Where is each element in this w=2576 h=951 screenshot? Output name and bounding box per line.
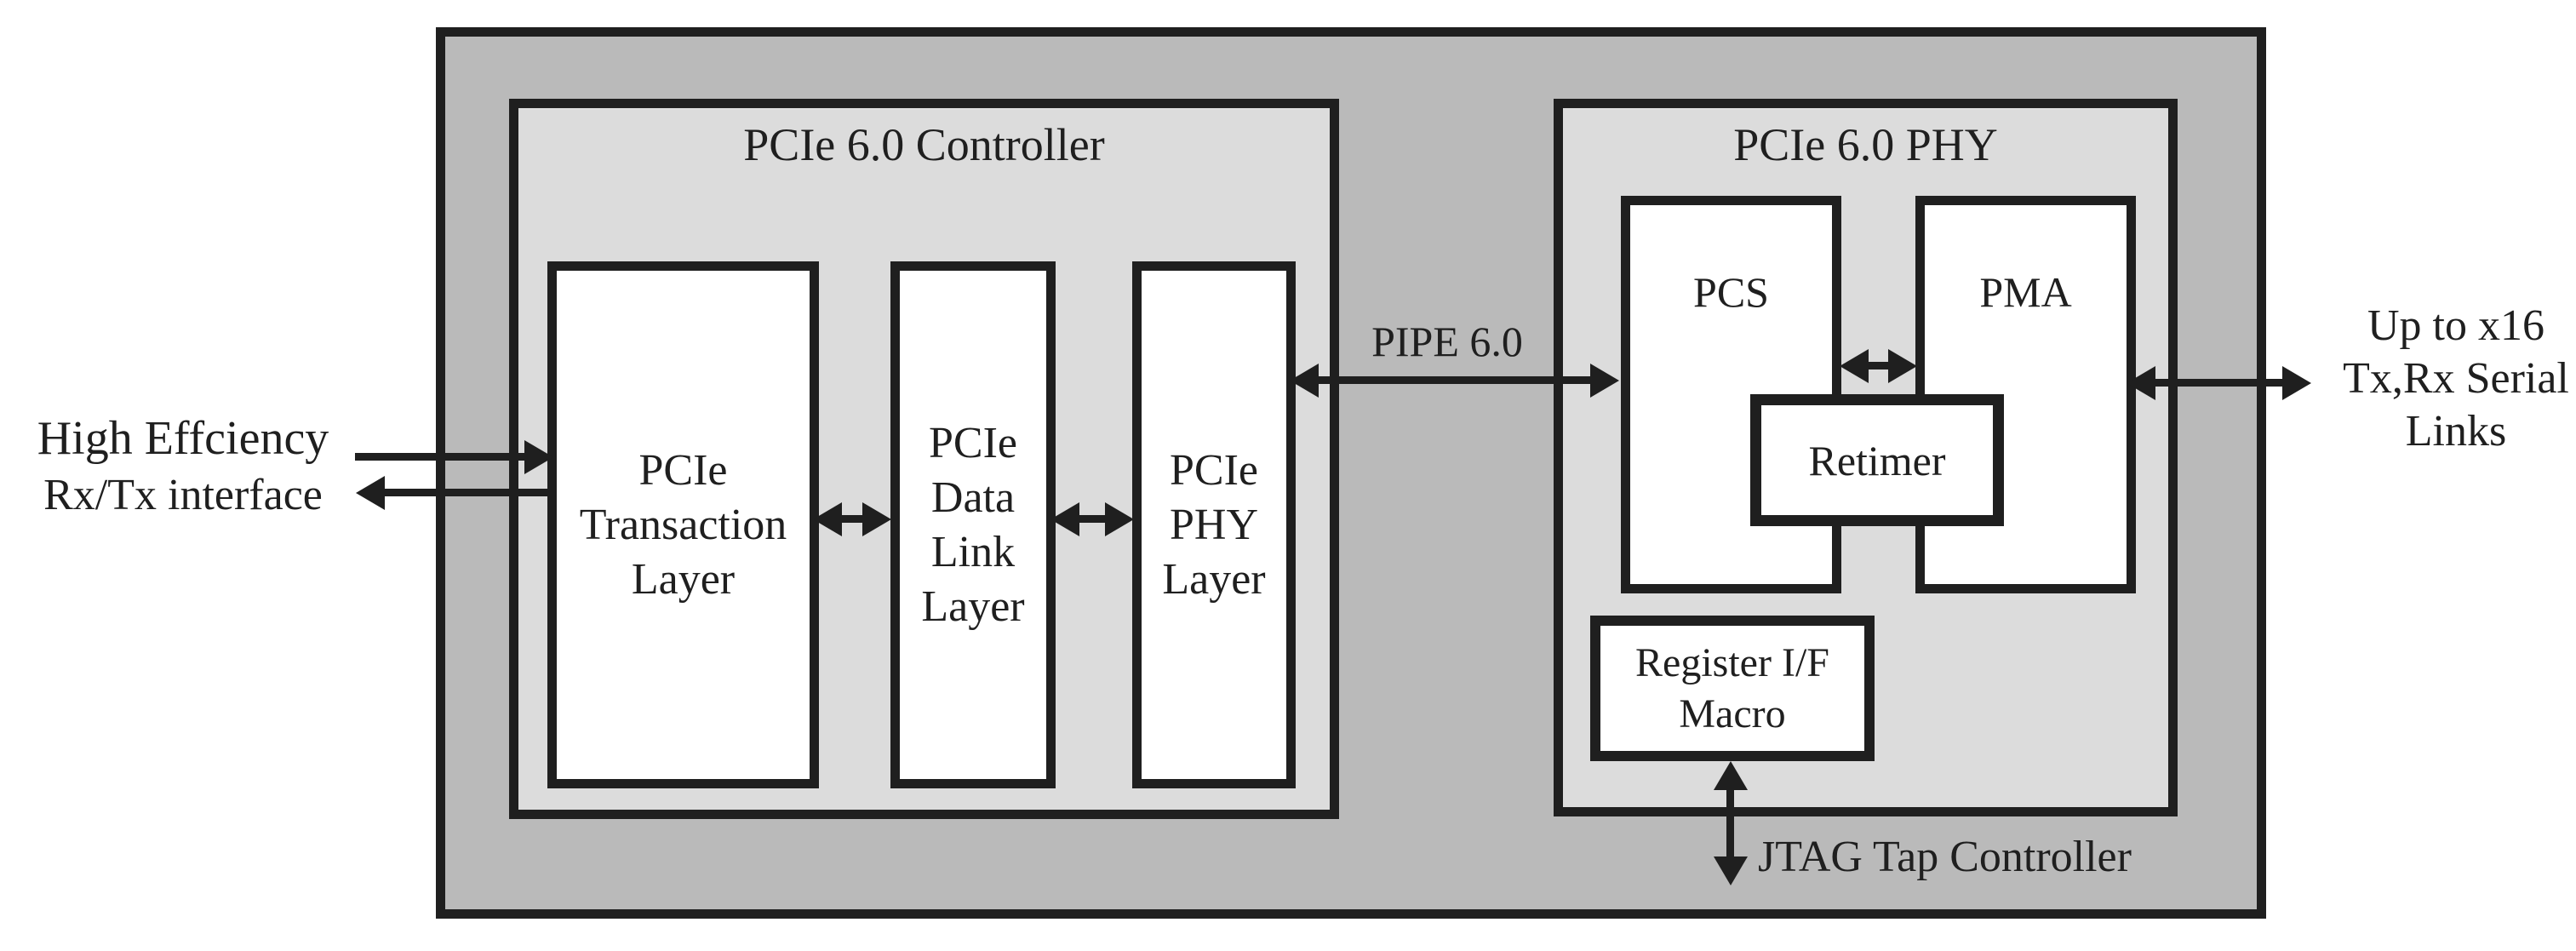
data-link-layer-label-line: Data — [930, 473, 1016, 522]
data-link-layer-label-line: Layer — [921, 581, 1025, 631]
data-link-layer-box: PCIe Data Link Layer — [890, 261, 1056, 788]
arrowhead-right-icon — [1105, 502, 1134, 536]
transaction-layer-label-line: Layer — [631, 554, 736, 604]
retimer-box: Retimer — [1750, 394, 2004, 526]
arrowhead-left-icon — [1050, 502, 1079, 536]
arrowhead-right-icon — [1888, 349, 1917, 383]
arrow-shaft — [1314, 376, 1595, 384]
rx-input-arrow-icon — [355, 440, 553, 474]
jtag-arrow-icon — [1714, 761, 1748, 885]
high-efficiency-label: High Effciency — [37, 412, 329, 465]
arrowhead-left-icon — [2127, 366, 2155, 400]
arrowhead-left-icon — [1290, 364, 1319, 398]
arrowhead-right-icon — [862, 502, 891, 536]
arrow-shaft — [1726, 785, 1734, 862]
pipe-6-0-arrow-icon — [1290, 364, 1619, 398]
serial-links-label-line: Links — [2405, 407, 2507, 455]
arrow-shaft — [1074, 515, 1110, 523]
pipe-6-0-label: PIPE 6.0 — [1371, 318, 1523, 365]
phy-layer-label-line: PCIe — [1170, 445, 1258, 495]
arrowhead-down-icon — [1714, 856, 1748, 885]
pcs-label: PCS — [1693, 268, 1769, 316]
transaction-layer-box: PCIe Transaction Layer — [547, 261, 819, 788]
phy-layer-box: PCIe PHY Layer — [1132, 261, 1296, 788]
transaction-layer-label-line: PCIe — [638, 445, 728, 495]
arrowhead-up-icon — [1714, 761, 1748, 790]
arrow-shaft — [380, 489, 557, 496]
data-link-layer-label-line: PCIe — [929, 418, 1017, 467]
serial-links-arrow-icon — [2127, 366, 2311, 400]
arrow-shaft — [2150, 379, 2287, 387]
phy-layer-label-line: PHY — [1169, 500, 1259, 549]
serial-links-label-line: Up to x16 — [2367, 301, 2545, 350]
phy-layer-label-line: Layer — [1162, 554, 1266, 604]
arrowhead-right-icon — [2282, 366, 2311, 400]
arrowhead-left-icon — [1840, 349, 1869, 383]
pcie-controller-title: PCIe 6.0 Controller — [743, 119, 1105, 170]
pma-label: PMA — [1979, 268, 2072, 316]
register-if-macro-label-line: Register I/F — [1635, 639, 1829, 685]
transaction-datalink-arrow-icon — [813, 502, 891, 536]
arrowhead-left-icon — [813, 502, 842, 536]
arrowhead-left-icon — [356, 476, 385, 510]
retimer-label: Retimer — [1808, 436, 1946, 484]
data-link-layer-label-line: Link — [930, 527, 1016, 576]
transaction-layer-label-line: Transaction — [579, 500, 787, 549]
arrow-shaft — [355, 453, 530, 461]
tx-output-arrow-icon — [356, 476, 557, 510]
register-if-macro-box: Register I/F Macro — [1590, 616, 1875, 761]
rx-tx-interface-label: Rx/Tx interface — [43, 471, 323, 519]
arrow-shaft — [1863, 362, 1893, 370]
serial-links-label-line: Tx,Rx Serial — [2343, 354, 2569, 403]
arrowhead-right-icon — [1590, 364, 1619, 398]
pcs-pma-arrow-icon — [1840, 349, 1917, 383]
pcie-phy-title: PCIe 6.0 PHY — [1733, 119, 1998, 170]
arrowhead-right-icon — [524, 440, 553, 474]
jtag-tap-controller-label: JTAG Tap Controller — [1758, 833, 2132, 881]
arrow-shaft — [837, 515, 867, 523]
register-if-macro-label-line: Macro — [1679, 690, 1786, 736]
serial-links-label: Up to x16 Tx,Rx Serial Links — [2316, 300, 2576, 458]
datalink-phylayer-arrow-icon — [1050, 502, 1134, 536]
